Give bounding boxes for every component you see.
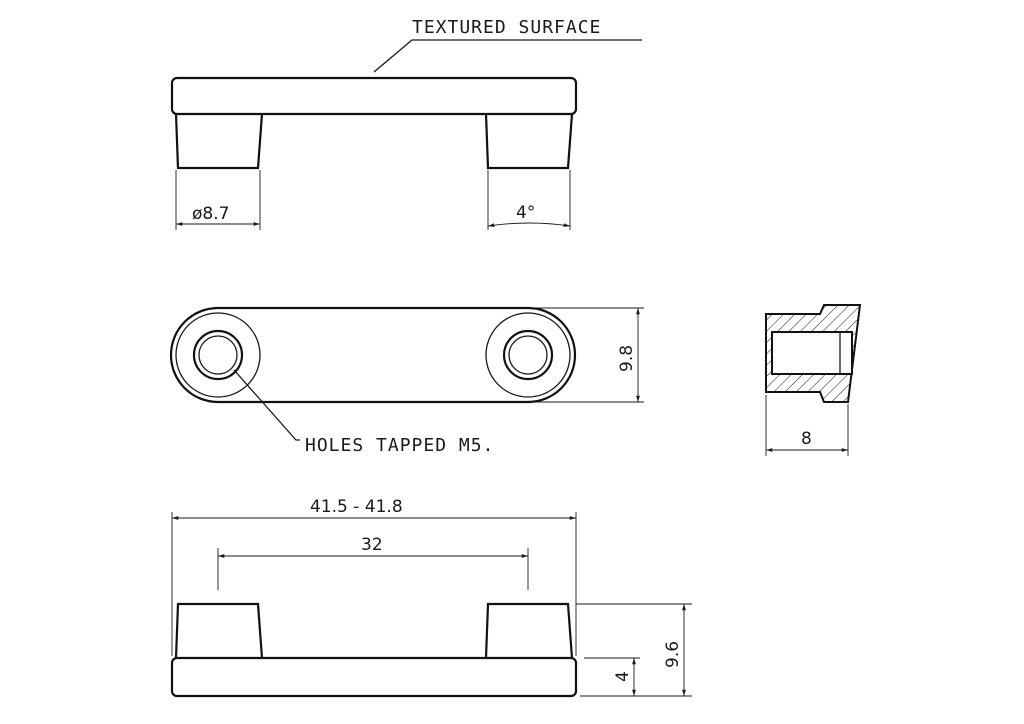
bottom-plate [170,656,578,698]
bottom-boss-right [484,602,574,659]
dim-thickness-label: 4 [613,671,633,682]
dim-width-label: 9.8 [617,345,637,372]
front-boss-right [484,113,574,170]
bottom-view: 41.5 - 41.8 32 9.6 4 [170,497,692,698]
boss-left-outer [175,312,261,398]
dim-height-label: 9.6 [663,641,683,668]
dim-length-label: 41.5 - 41.8 [310,497,403,517]
bottom-boss-left [174,602,264,659]
top-outline [169,306,577,404]
top-view: HOLES TAPPED M5. 9.8 [169,306,644,456]
section-view: 8 [765,304,862,456]
dim-line-angle [487,222,571,227]
hole-right [502,329,554,381]
front-plate [170,76,578,116]
dim-depth-label: 8 [801,429,812,449]
textured-surface-leader [373,39,642,73]
section-bore [771,331,853,375]
holes-tapped-label: HOLES TAPPED M5. [305,435,494,456]
dim-diameter-label: ø8.7 [192,204,229,224]
textured-surface-label: TEXTURED SURFACE [412,17,601,38]
dim-angle-label: 4° [516,203,535,223]
front-boss-left [174,113,264,170]
boss-right-outer [485,312,571,398]
hole-left [192,329,244,381]
dim-spacing-label: 32 [361,535,383,555]
holes-tapped-leader [233,369,300,441]
front-view: TEXTURED SURFACE ø8.7 4° [170,17,642,230]
